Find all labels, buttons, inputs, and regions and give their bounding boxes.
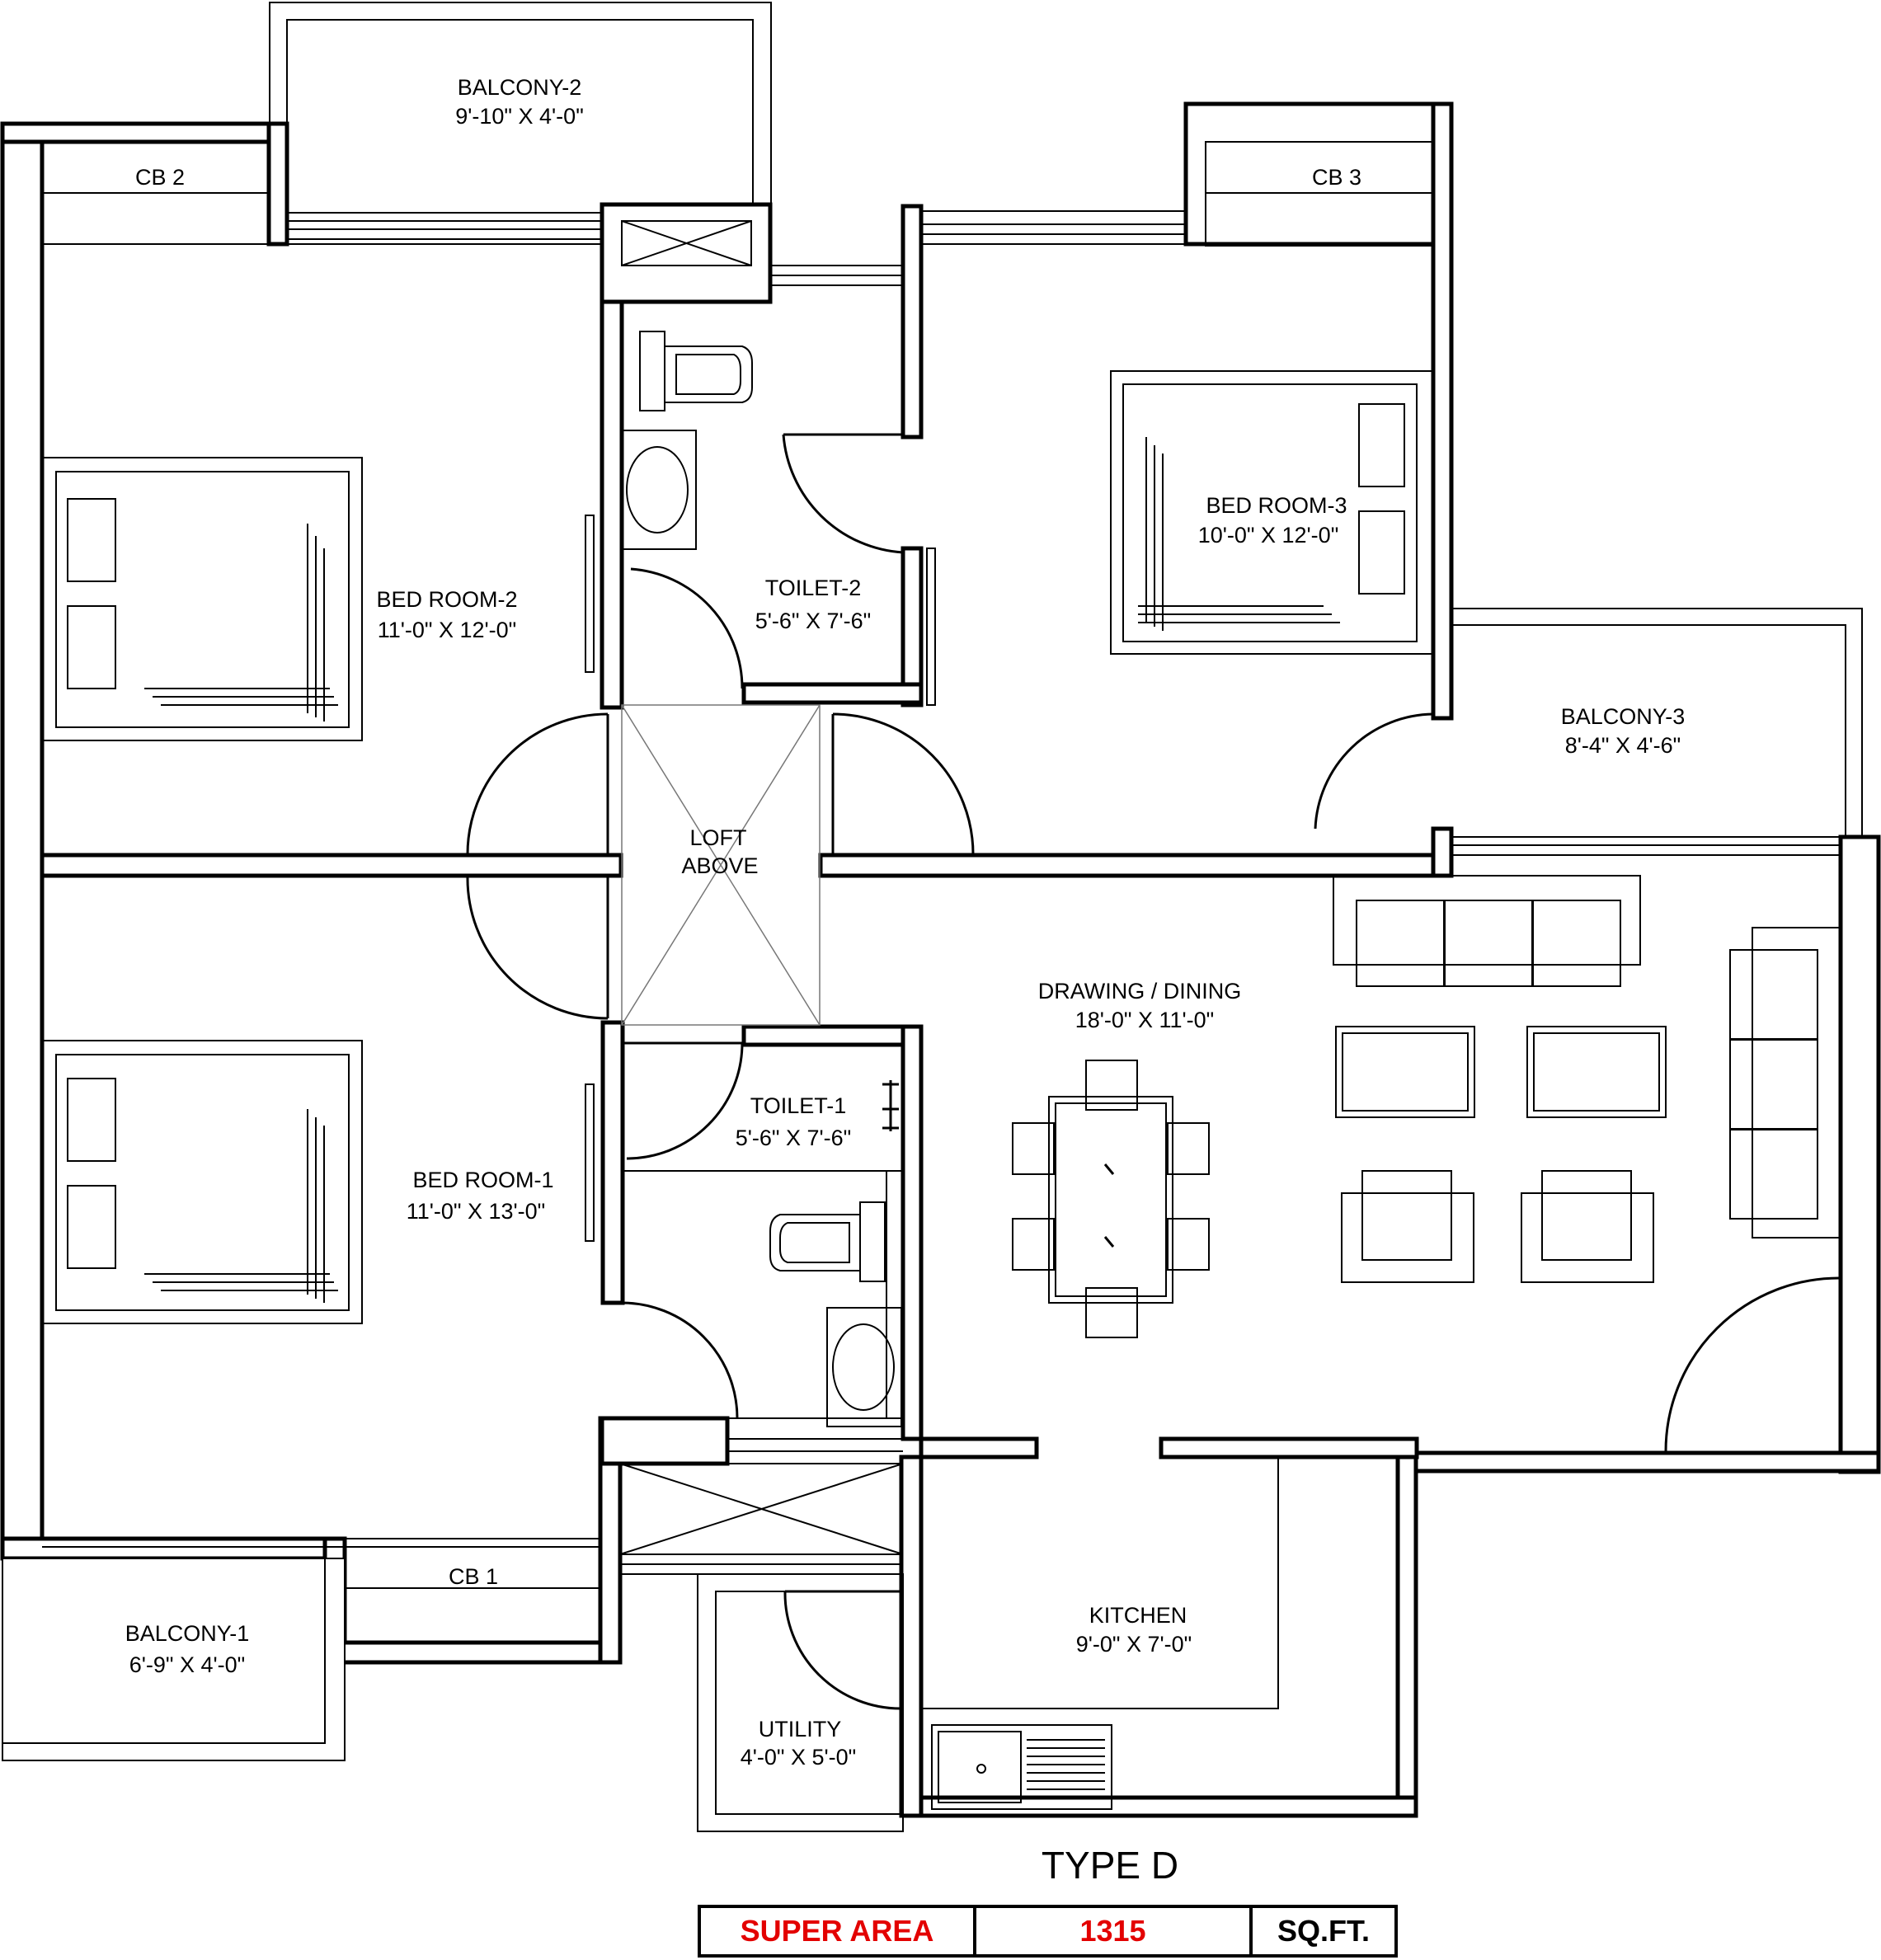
doors <box>466 433 1842 1710</box>
cb-2-label: CB 2 <box>135 165 185 190</box>
balcony-2-name: BALCONY-2 <box>458 75 582 100</box>
cb-1-label: CB 1 <box>449 1564 498 1589</box>
balcony-3 <box>1451 608 1863 837</box>
bedroom-1-name: BED ROOM-1 <box>412 1168 553 1192</box>
dining-table <box>1012 1060 1210 1338</box>
balcony-2 <box>269 2 772 240</box>
plan-title: TYPE D <box>1042 1844 1178 1887</box>
kitchen-utility <box>697 1436 1419 1832</box>
balcony-1-name: BALCONY-1 <box>125 1621 250 1646</box>
bedroom-1-size: 11'-0" X 13'-0" <box>407 1199 546 1224</box>
kitchen-size: 9'-0" X 7'-0" <box>1076 1632 1192 1657</box>
super-area-unit: SQ.FT. <box>1277 1914 1370 1948</box>
balcony-2-size: 9'-10" X 4'-0" <box>455 104 584 129</box>
bedroom-3-size: 10'-0" X 12'-0" <box>1198 523 1339 548</box>
coffee-tables <box>1335 1026 1667 1118</box>
central-walls <box>600 202 924 1575</box>
drawing-dining-size: 18'-0" X 11'-0" <box>1075 1008 1215 1032</box>
super-area-table: SUPER AREA 1315 SQ.FT. <box>698 1905 1398 1958</box>
toilet-1-name: TOILET-1 <box>750 1093 847 1118</box>
balcony-1 <box>2 1558 346 1761</box>
balcony-1-size: 6'-9" X 4'-0" <box>129 1652 246 1677</box>
balcony-3-size: 8'-4" X 4'-6" <box>1565 733 1681 758</box>
outer-walls <box>0 101 1881 1818</box>
room-labels: BALCONY-2 9'-10" X 4'-0" CB 2 CB 3 BED R… <box>125 75 1686 1887</box>
super-area-value: 1315 <box>976 1908 1253 1954</box>
bedroom-2-name: BED ROOM-2 <box>376 587 517 612</box>
drawing-dining-name: DRAWING / DINING <box>1038 979 1242 1004</box>
toilet-2-name: TOILET-2 <box>765 576 862 600</box>
toilet-1-size: 5'-6" X 7'-6" <box>736 1126 852 1150</box>
toilet-2-fixtures <box>621 331 753 550</box>
bedroom-3-name: BED ROOM-3 <box>1206 493 1347 518</box>
sink-drain-lines <box>1027 1739 1105 1798</box>
bed-bedroom-2 <box>41 457 363 741</box>
sofa-right <box>1729 927 1841 1239</box>
divider-walls <box>40 826 1841 878</box>
cb-3-label: CB 3 <box>1312 165 1361 190</box>
armchairs <box>1341 1170 1654 1283</box>
utility-size: 4'-0" X 5'-0" <box>741 1745 857 1770</box>
kitchen-name: KITCHEN <box>1089 1603 1187 1628</box>
utility-name: UTILITY <box>759 1717 842 1741</box>
bed-bedroom-1 <box>41 1040 363 1324</box>
bed-bedroom-3 <box>1110 370 1434 655</box>
sofa-top <box>1333 875 1641 987</box>
super-area-label: SUPER AREA <box>701 1908 976 1954</box>
loft-area <box>621 704 821 1026</box>
loft-line-2: ABOVE <box>681 853 758 878</box>
balcony-3-name: BALCONY-3 <box>1561 704 1686 729</box>
toilet-1-fixtures <box>769 1080 902 1427</box>
toilet-2-size: 5'-6" X 7'-6" <box>755 609 872 633</box>
loft-line-1: LOFT <box>689 825 746 850</box>
bedroom-2-size: 11'-0" X 12'-0" <box>378 618 517 642</box>
